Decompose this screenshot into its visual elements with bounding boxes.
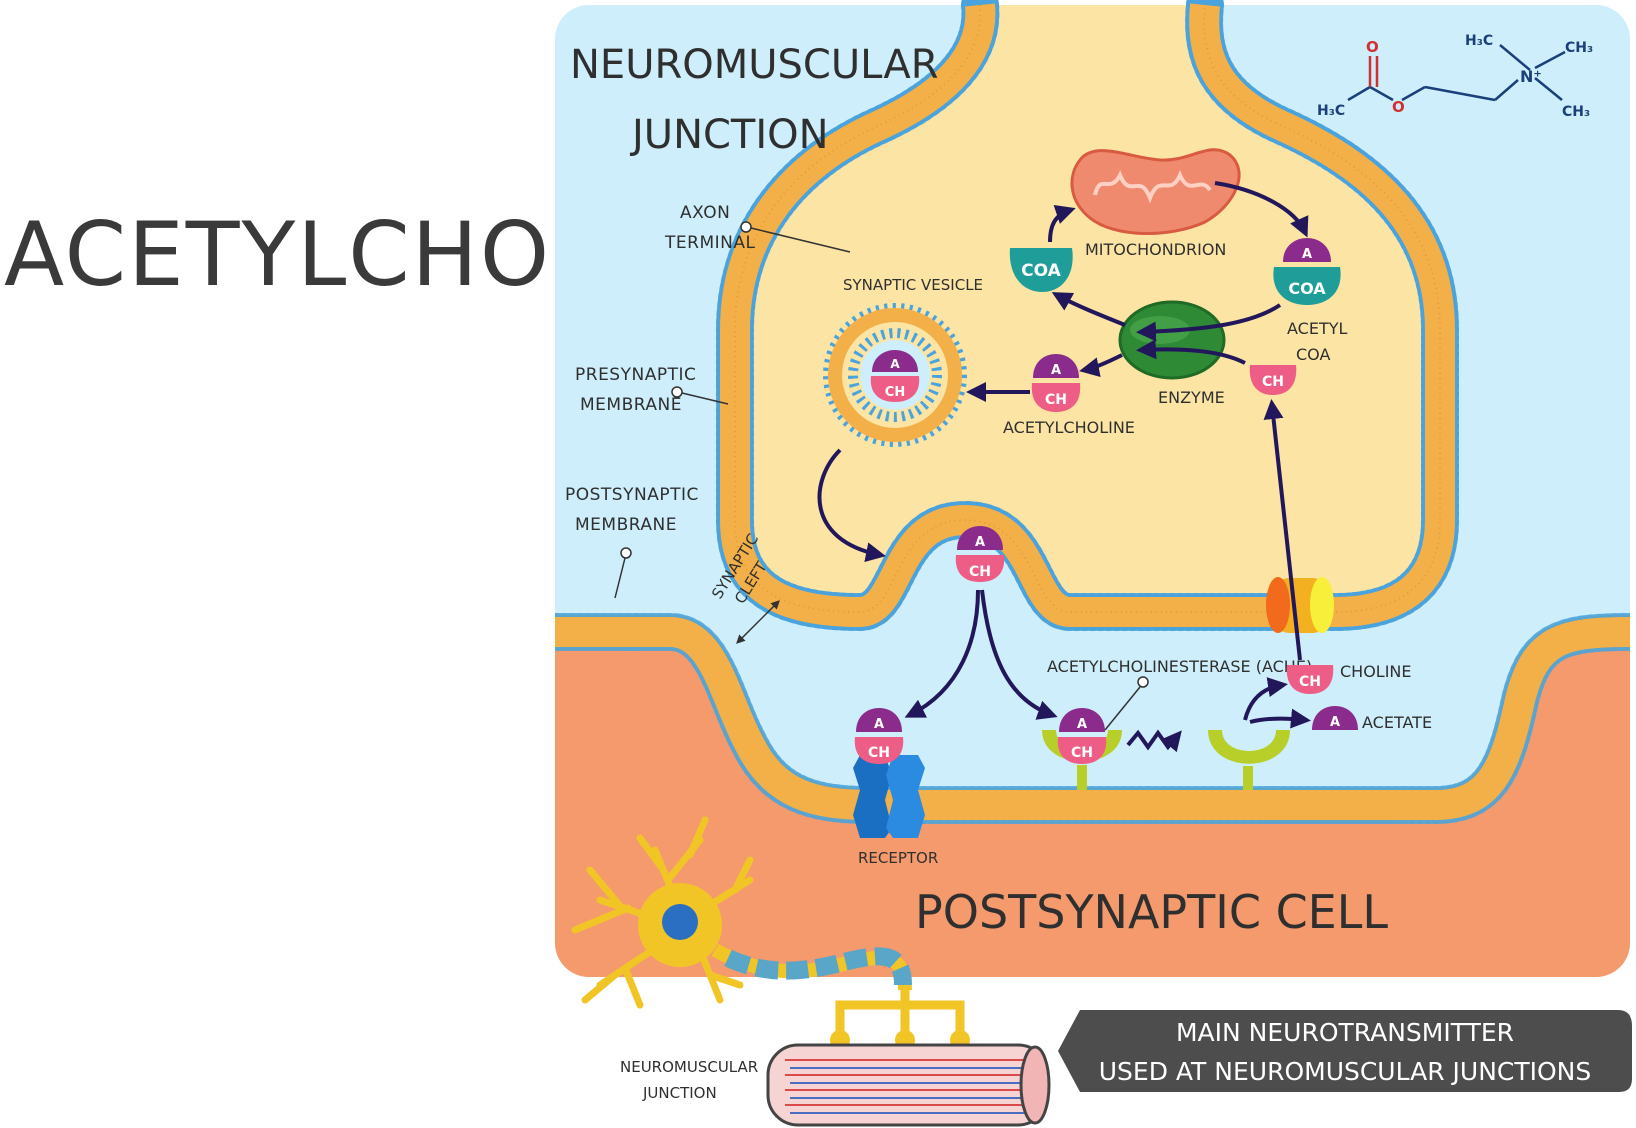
arrow-choline-to-enzyme [1136,339,1246,365]
label-postsynaptic-cell: POSTSYNAPTIC CELL [915,885,1388,939]
arrow-enzyme-to-ach [1079,353,1123,378]
acetyl-coa-molecule: A COA ACETYL COA [1273,238,1347,364]
choline-molecule-cleft: CH CHOLINE [1286,662,1412,694]
ach-a-label: A [1051,363,1061,378]
receptor-a-label: A [874,717,884,732]
arrow-mito-to-acetylcoa [1214,181,1309,238]
acetate-molecule: A ACETATE [1312,706,1432,732]
label-acetylcholine: ACETYLCHOLINE [1003,418,1135,437]
info-banner: MAIN NEUROTRANSMITTER USED AT NEUROMUSCU… [1058,1010,1632,1092]
released-acetylcholine: A CH [955,526,1005,582]
ach-ch-label: CH [1045,392,1067,408]
label-synaptic-vesicle: SYNAPTIC VESICLE [843,276,983,294]
label-postsynaptic: POSTSYNAPTIC [565,485,699,505]
cleft-width-arrow [736,600,780,644]
released-ch-label: CH [969,564,991,580]
postsynaptic-membrane-callout: POSTSYNAPTIC MEMBRANE [565,485,699,599]
formula-ch3-right: CH₃ [1565,40,1593,56]
mitochondrion: MITOCHONDRION [1070,148,1241,259]
presynaptic-membrane-callout: PRESYNAPTIC MEMBRANE [575,365,729,415]
arrow-choline-reuptake [1263,399,1302,661]
receptor-ch-label: CH [868,745,890,761]
heading-line-1: NEUROMUSCULAR [570,42,939,88]
ache-callout-dot [1137,676,1149,688]
choline-terminal-label: CH [1262,374,1284,390]
ache-callout-line [1104,686,1141,731]
arrow-acetylcoa-to-enzyme [1136,303,1282,342]
coa-label: COA [1021,261,1061,281]
banner-line-1: MAIN NEUROTRANSMITTER [1176,1018,1514,1047]
postsynaptic-cell [555,632,1630,977]
formula-ch3-lower: CH₃ [1562,104,1590,120]
label-mitochondrion: MITOCHONDRION [1085,240,1226,259]
label-receptor: RECEPTOR [858,849,938,867]
arrow-to-choline [1243,677,1288,721]
choline-transporter [1266,577,1334,633]
neuron-illustration [571,816,970,1050]
ache-a-label: A [1077,717,1087,732]
formula-o-ester: O [1392,98,1405,116]
formula-h3c-top: H₃C [1465,33,1493,49]
arrow-hydrolysis [1126,729,1182,753]
label-choline: CHOLINE [1340,662,1412,681]
label-acetyl: ACETYL [1287,319,1347,338]
synaptic-vesicle: A CH SYNAPTIC VESICLE [823,276,983,447]
label-nmj-small-2: JUNCTION [642,1084,717,1102]
label-nmj-small-1: NEUROMUSCULAR [620,1058,758,1076]
banner-line-2: USED AT NEUROMUSCULAR JUNCTIONS [1099,1057,1592,1086]
receptor: RECEPTOR [853,755,938,867]
formula-o-double: O [1366,38,1379,56]
ache-ch-label: CH [1071,745,1093,761]
acetate-a-label: A [1330,715,1340,730]
label-terminal: TERMINAL [664,233,755,253]
label-acetate: ACETATE [1362,713,1432,732]
heading-line-2: JUNCTION [629,112,829,158]
ache-enzyme-bound: A CH [1042,708,1122,790]
label-axon: AXON [680,203,730,223]
label-post-membrane: MEMBRANE [575,515,677,535]
released-a-label: A [975,535,985,550]
vesicle-ch-label: CH [885,385,905,400]
acetylcholine-molecule-terminal: A CH ACETYLCHOLINE [1003,354,1135,437]
receptor-bound-acetylcholine: A CH [854,708,904,764]
arrow-to-acetate [1249,708,1311,729]
vesicle-a-label: A [890,357,900,371]
label-presynaptic: PRESYNAPTIC [575,365,696,385]
arrow-release-to-receptor [904,589,980,718]
choline-cleft-label: CH [1299,674,1321,690]
arrow-vesicle-to-membrane [817,448,886,563]
label-acetyl-coa: COA [1296,345,1330,364]
acetylcholine-formula: O O H₃C N⁺ H₃C CH₃ CH₃ [1317,33,1593,120]
label-ache: ACETYLCHOLINESTERASE (ACHE) [1047,657,1312,676]
formula-h3c-left: H₃C [1317,103,1345,119]
muscle-fiber [766,1043,1051,1127]
arrow-enzyme-to-coa [1051,292,1126,327]
axon-terminal-callout: AXON TERMINAL [664,203,851,253]
pathway-arrows [817,181,1311,753]
label-pre-membrane: MEMBRANE [580,395,682,415]
acetyl-coa-label: COA [1288,279,1326,298]
arrow-release-to-ache [980,589,1058,720]
arrow-coa-to-mito [1048,204,1076,243]
ache-enzyme-free [1208,730,1290,790]
formula-n-plus: N⁺ [1520,67,1542,86]
coa-molecule: COA [1009,248,1073,292]
choline-molecule-terminal: CH [1249,365,1297,395]
acetyl-a-label: A [1302,247,1312,262]
label-enzyme: ENZYME [1158,388,1225,407]
